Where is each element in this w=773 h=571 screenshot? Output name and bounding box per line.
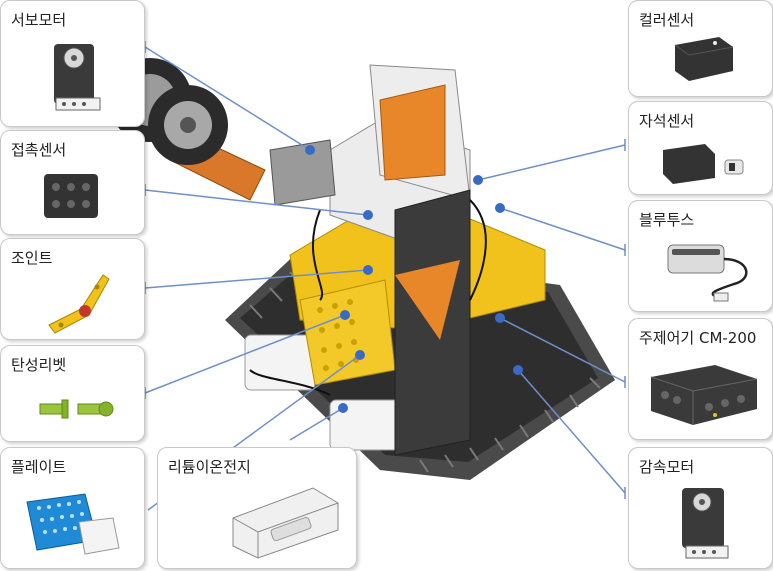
color-sensor-icon: [674, 37, 734, 81]
card-servo-motor[interactable]: 서보모터: [0, 0, 145, 127]
plate-icon: [26, 493, 120, 555]
card-label: 리튬이온전지: [168, 458, 251, 476]
card-label: 서보모터: [11, 11, 67, 29]
card-label: 접촉센서: [11, 141, 67, 159]
battery-module-illustration: [244, 334, 316, 391]
card-label: 자석센서: [639, 112, 695, 130]
card-color-sensor[interactable]: 컬러센서: [628, 0, 773, 97]
controller-icon: [650, 365, 758, 425]
card-label: 컬러센서: [639, 11, 695, 29]
rivet-icon: [39, 399, 114, 419]
card-plate[interactable]: 플레이트: [0, 447, 145, 569]
card-lithium-battery[interactable]: 리튬이온전지: [157, 447, 357, 569]
magnetic-sensor-icon: [663, 144, 744, 184]
battery-icon: [232, 487, 339, 559]
card-label: 조인트: [11, 249, 53, 267]
card-geared-motor[interactable]: 감속모터: [628, 447, 773, 569]
anchor-dots: [305, 145, 523, 413]
servo-motor-icon: [54, 44, 101, 111]
card-label: 주제어기 CM-200: [639, 329, 757, 347]
card-label: 블루투스: [639, 211, 695, 229]
card-touch-sensor[interactable]: 접촉센서: [0, 130, 145, 235]
card-joint[interactable]: 조인트: [0, 238, 145, 340]
card-label: 플레이트: [11, 458, 67, 476]
geared-motor-icon: [682, 488, 729, 559]
card-bluetooth[interactable]: 블루투스: [628, 200, 773, 312]
card-magnetic-sensor[interactable]: 자석센서: [628, 101, 773, 195]
card-label: 탄성리벳: [11, 356, 67, 374]
bluetooth-module-icon: [667, 244, 748, 302]
card-controller[interactable]: 주제어기 CM-200: [628, 318, 773, 440]
joint-icon: [48, 274, 110, 334]
card-label: 감속모터: [639, 458, 695, 476]
card-elastic-rivet[interactable]: 탄성리벳: [0, 345, 145, 442]
touch-sensor-icon: [44, 174, 98, 218]
orange-plate-illustration: [379, 84, 446, 181]
